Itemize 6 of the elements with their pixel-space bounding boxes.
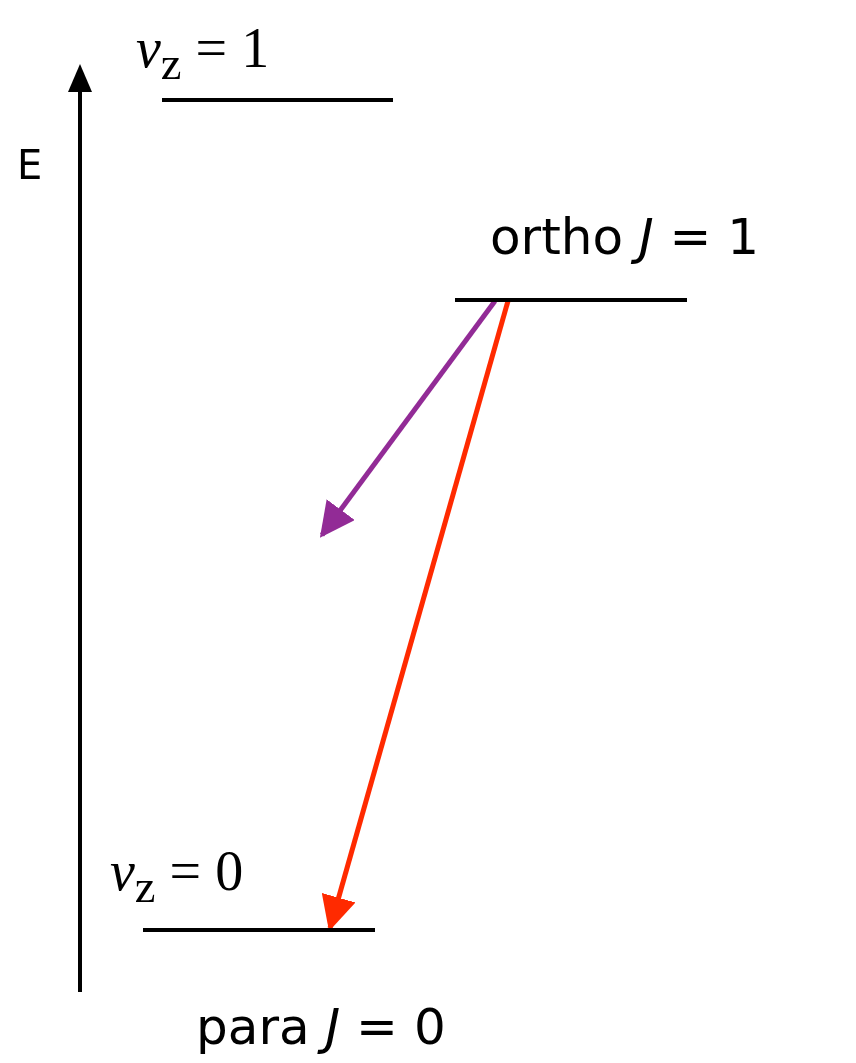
axis-label: E	[17, 145, 43, 185]
level-label: v$_{z}$ = 1	[136, 20, 270, 87]
level-label: para J = 0	[196, 1002, 446, 1052]
level-label: v$_{z}$ = 0	[110, 843, 244, 910]
transition-arrow	[319, 299, 497, 538]
level-label: ortho J = 1	[490, 212, 760, 262]
